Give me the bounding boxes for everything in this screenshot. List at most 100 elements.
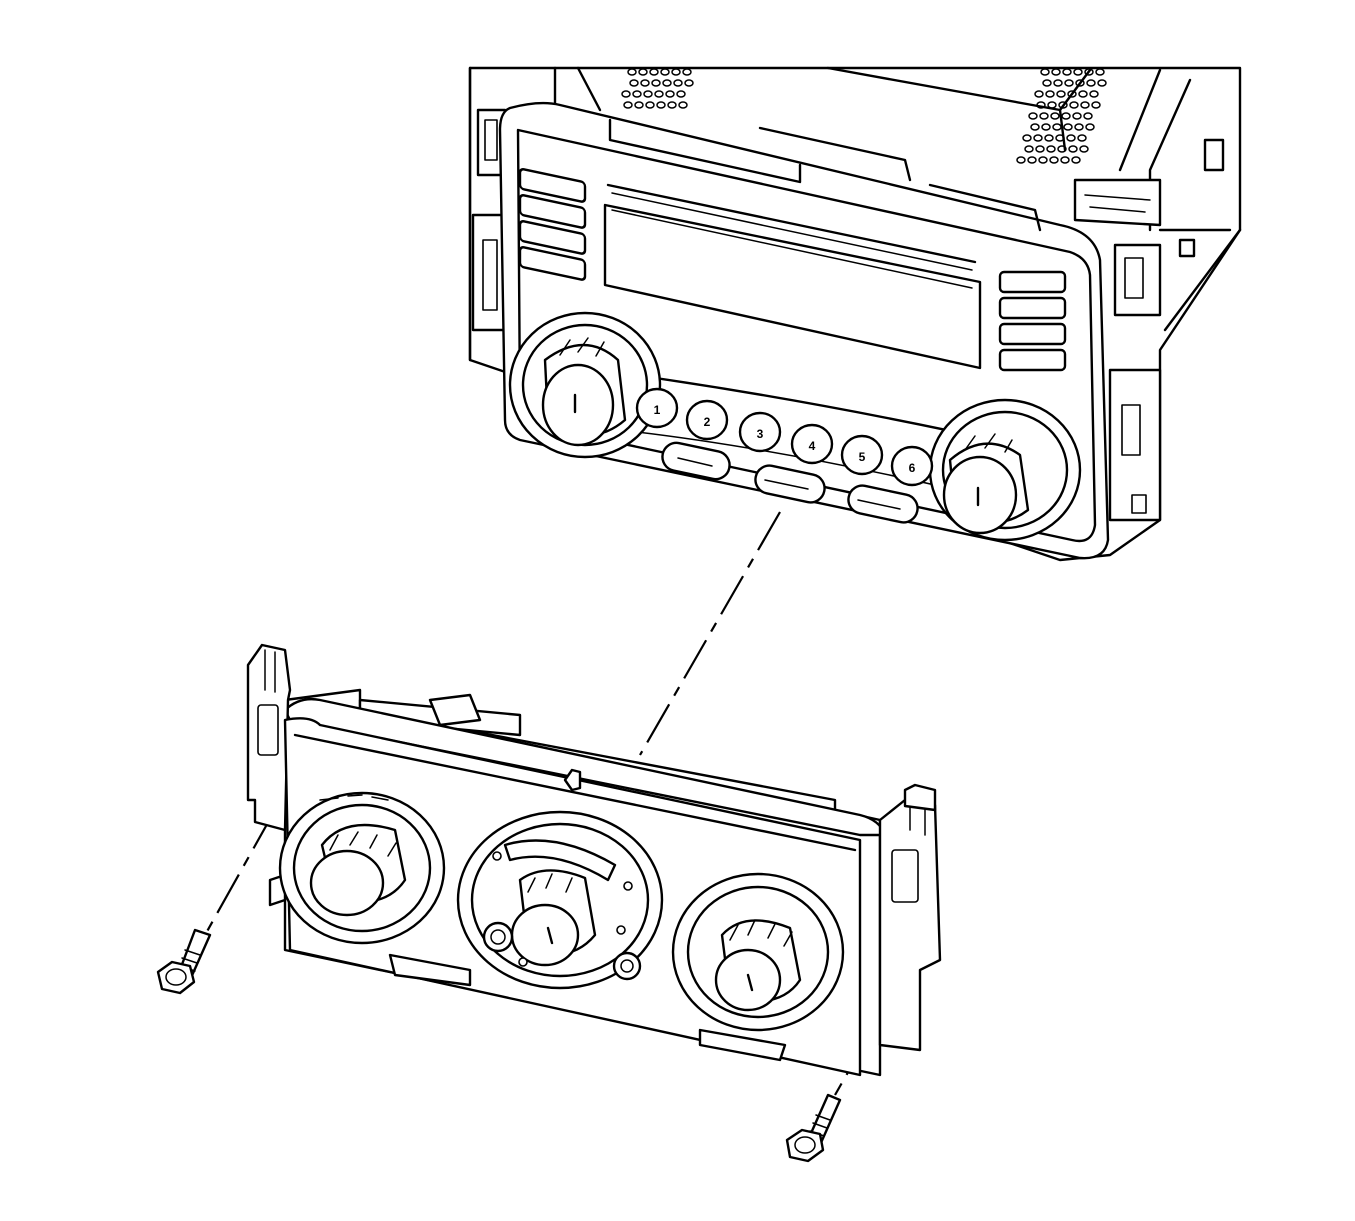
preset-button-3: 3 <box>738 411 782 453</box>
hvac-right-dial <box>671 872 845 1032</box>
screw-left <box>156 928 212 995</box>
vent-hole <box>1044 134 1054 142</box>
vent-hole <box>1061 112 1071 120</box>
preset-button-2-label: 2 <box>704 415 711 429</box>
vent-hole <box>627 68 637 76</box>
vent-hole <box>1072 112 1082 120</box>
vent-hole <box>1022 134 1032 142</box>
vent-hole <box>671 68 681 76</box>
preset-button-5: 5 <box>840 434 884 476</box>
vent-hole <box>1074 123 1084 131</box>
pill-buttons <box>661 441 919 524</box>
vent-hole <box>643 90 653 98</box>
vent-hole <box>1038 156 1048 164</box>
vent-hole <box>1040 68 1050 76</box>
vent-hole <box>1052 123 1062 131</box>
vent-hole <box>1033 134 1043 142</box>
display-window <box>603 203 982 370</box>
vent-hole <box>1055 134 1065 142</box>
vent-hole <box>1084 68 1094 76</box>
vent-hole <box>651 79 661 87</box>
vent-hole <box>1067 90 1077 98</box>
vent-hole <box>1060 156 1070 164</box>
vent-hole <box>640 79 650 87</box>
vent-hole <box>1064 79 1074 87</box>
vent-hole <box>678 101 688 109</box>
vent-hole <box>1036 101 1046 109</box>
vent-hole <box>1089 90 1099 98</box>
vent-hole <box>1030 123 1040 131</box>
vent-hole <box>1041 123 1051 131</box>
preset-button-3-label: 3 <box>757 427 764 441</box>
left-function-buttons <box>518 168 587 281</box>
preset-button-5-label: 5 <box>859 450 866 464</box>
preset-button-1-label: 1 <box>654 403 661 417</box>
hvac-center-dial <box>456 810 664 990</box>
vent-hole <box>1062 68 1072 76</box>
vent-hole <box>1073 68 1083 76</box>
vent-hole <box>1097 79 1107 87</box>
vent-hole <box>1083 112 1093 120</box>
vent-hole <box>1028 112 1038 120</box>
vent-hole <box>1068 145 1078 153</box>
vent-hole <box>1078 90 1088 98</box>
vent-hole <box>660 68 670 76</box>
vent-hole <box>665 90 675 98</box>
right-function-buttons <box>998 270 1067 372</box>
vent-hole <box>621 90 631 98</box>
vent-hole <box>1079 145 1089 153</box>
vent-hole <box>1042 79 1052 87</box>
ventilation-holes <box>621 68 1107 164</box>
vent-hole <box>682 68 692 76</box>
vent-hole <box>1024 145 1034 153</box>
vent-hole <box>1069 101 1079 109</box>
vent-hole <box>676 90 686 98</box>
vent-hole <box>1071 156 1081 164</box>
preset-button-6-label: 6 <box>909 461 916 475</box>
preset-button-2: 2 <box>685 399 729 441</box>
vent-hole <box>667 101 677 109</box>
vent-hole <box>673 79 683 87</box>
vent-hole <box>1056 90 1066 98</box>
vent-hole <box>662 79 672 87</box>
vent-hole <box>645 101 655 109</box>
vent-hole <box>623 101 633 109</box>
vent-hole <box>1086 79 1096 87</box>
vent-hole <box>656 101 666 109</box>
vent-hole <box>1051 68 1061 76</box>
vent-hole <box>1049 156 1059 164</box>
vent-hole <box>1091 101 1101 109</box>
vent-hole <box>1077 134 1087 142</box>
vent-hole <box>684 79 694 87</box>
vent-hole <box>1046 145 1056 153</box>
vent-hole <box>1066 134 1076 142</box>
vent-hole <box>1080 101 1090 109</box>
screw-right <box>785 1093 842 1163</box>
right-mounting-bracket <box>878 783 942 1052</box>
vent-hole <box>1027 156 1037 164</box>
vent-hole <box>1047 101 1057 109</box>
vent-hole <box>1053 79 1063 87</box>
hvac-left-dial <box>278 791 446 945</box>
preset-buttons: 1 2 3 4 5 <box>635 387 934 487</box>
vent-hole <box>1058 101 1068 109</box>
radio-faceplate: 1 2 3 4 5 <box>498 101 1110 560</box>
preset-button-4: 4 <box>790 423 834 465</box>
vent-hole <box>629 79 639 87</box>
vent-hole <box>1095 68 1105 76</box>
vent-hole <box>1035 145 1045 153</box>
preset-button-6: 6 <box>890 445 934 487</box>
hvac-control-assembly <box>246 643 942 1077</box>
radio-volume-knob <box>508 311 662 459</box>
vent-hole <box>1085 123 1095 131</box>
radio-assembly: 1 2 3 4 5 <box>468 66 1242 562</box>
vent-hole <box>638 68 648 76</box>
vent-hole <box>1034 90 1044 98</box>
vent-hole <box>1075 79 1085 87</box>
preset-button-1: 1 <box>635 387 679 429</box>
vent-hole <box>1039 112 1049 120</box>
radio-tune-knob <box>928 398 1082 542</box>
vent-hole <box>1057 145 1067 153</box>
vent-hole <box>1063 123 1073 131</box>
